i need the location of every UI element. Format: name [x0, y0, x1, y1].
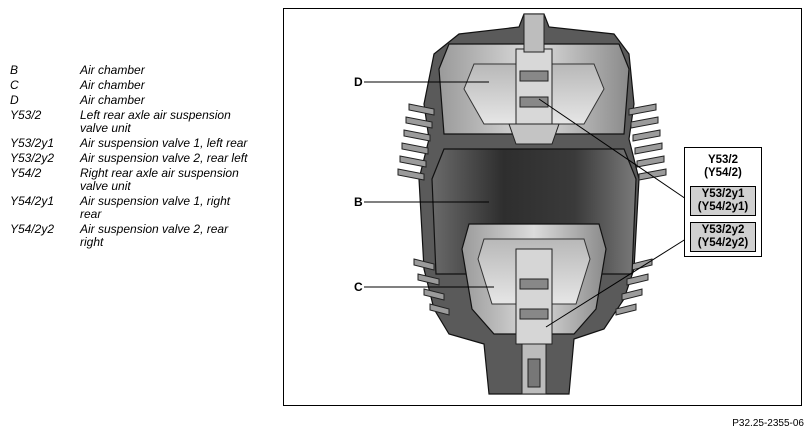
legend-code: Y54/2y1: [10, 194, 55, 208]
legend-desc: Air suspension valve 1, left rear: [80, 136, 248, 150]
legend-code: Y53/2y1: [10, 136, 55, 150]
legend-code: B: [10, 63, 19, 77]
callout-title-line1: Y53/2: [707, 154, 739, 166]
cutaway-figure: D B C Y53/2 (Y54/2) Y53/2y1 (Y54/2y1) Y5…: [283, 8, 802, 406]
callout-title: Y53/2 (Y54/2): [685, 154, 761, 180]
legend-desc: Air chamber: [80, 93, 145, 107]
label-b: B: [354, 195, 363, 209]
legend-row-c: C Air chamber: [10, 79, 260, 92]
legend-row-b: B Air chamber: [10, 64, 260, 77]
legend-code: Y53/2y2: [10, 151, 55, 165]
legend-row-y54-2: Y54/2 Right rear axle air suspension val…: [10, 167, 260, 193]
legend-row-y54-2y2: Y54/2y2 Air suspension valve 2, rear rig…: [10, 223, 260, 249]
legend-code: C: [10, 78, 19, 92]
callout-valve-1: Y53/2y1 (Y54/2y1): [690, 186, 756, 216]
legend-desc: Left rear axle air suspension valve unit: [80, 108, 231, 135]
legend-code: D: [10, 93, 19, 107]
legend-desc: Air chamber: [80, 63, 145, 77]
label-c: C: [354, 280, 363, 294]
label-d: D: [354, 75, 363, 89]
legend-desc: Right rear axle air suspension valve uni…: [80, 166, 239, 193]
legend-row-y53-2: Y53/2 Left rear axle air suspension valv…: [10, 109, 260, 135]
legend-desc: Air suspension valve 2, rear right: [80, 222, 229, 249]
legend: B Air chamber C Air chamber D Air chambe…: [10, 64, 260, 251]
legend-code: Y54/2y2: [10, 222, 55, 236]
callout-valve-2-line2: (Y54/2y2): [697, 237, 749, 249]
top-connector: [523, 13, 545, 53]
top-valve-body: [515, 48, 553, 125]
legend-code: Y53/2: [10, 108, 42, 122]
callout-valve-1-line2: (Y54/2y1): [697, 201, 749, 213]
lower-valve-body: [515, 248, 553, 345]
callout-valve-1-line1: Y53/2y1: [701, 188, 745, 200]
callout-valve-2-line1: Y53/2y2: [701, 224, 745, 236]
valve-unit-callout: Y53/2 (Y54/2) Y53/2y1 (Y54/2y1) Y53/2y2 …: [684, 147, 762, 257]
legend-row-y53-2y1: Y53/2y1 Air suspension valve 1, left rea…: [10, 137, 260, 150]
legend-code: Y54/2: [10, 166, 42, 180]
callout-valve-2: Y53/2y2 (Y54/2y2): [690, 222, 756, 252]
bellows-ribs-left: [397, 103, 450, 316]
callout-title-line2: (Y54/2): [704, 167, 742, 179]
bellows-ribs-right: [615, 103, 667, 316]
legend-row-y53-2y2: Y53/2y2 Air suspension valve 2, rear lef…: [10, 152, 260, 165]
legend-desc: Air chamber: [80, 78, 145, 92]
figure-reference-code: P32.25-2355-06: [732, 418, 804, 429]
legend-desc: Air suspension valve 2, rear left: [80, 151, 248, 165]
legend-row-d: D Air chamber: [10, 94, 260, 107]
leader-lines: [364, 81, 690, 328]
air-spring-cutaway-illustration: [364, 13, 690, 395]
legend-row-y54-2y1: Y54/2y1 Air suspension valve 1, right re…: [10, 195, 260, 221]
legend-desc: Air suspension valve 1, right rear: [80, 194, 231, 221]
